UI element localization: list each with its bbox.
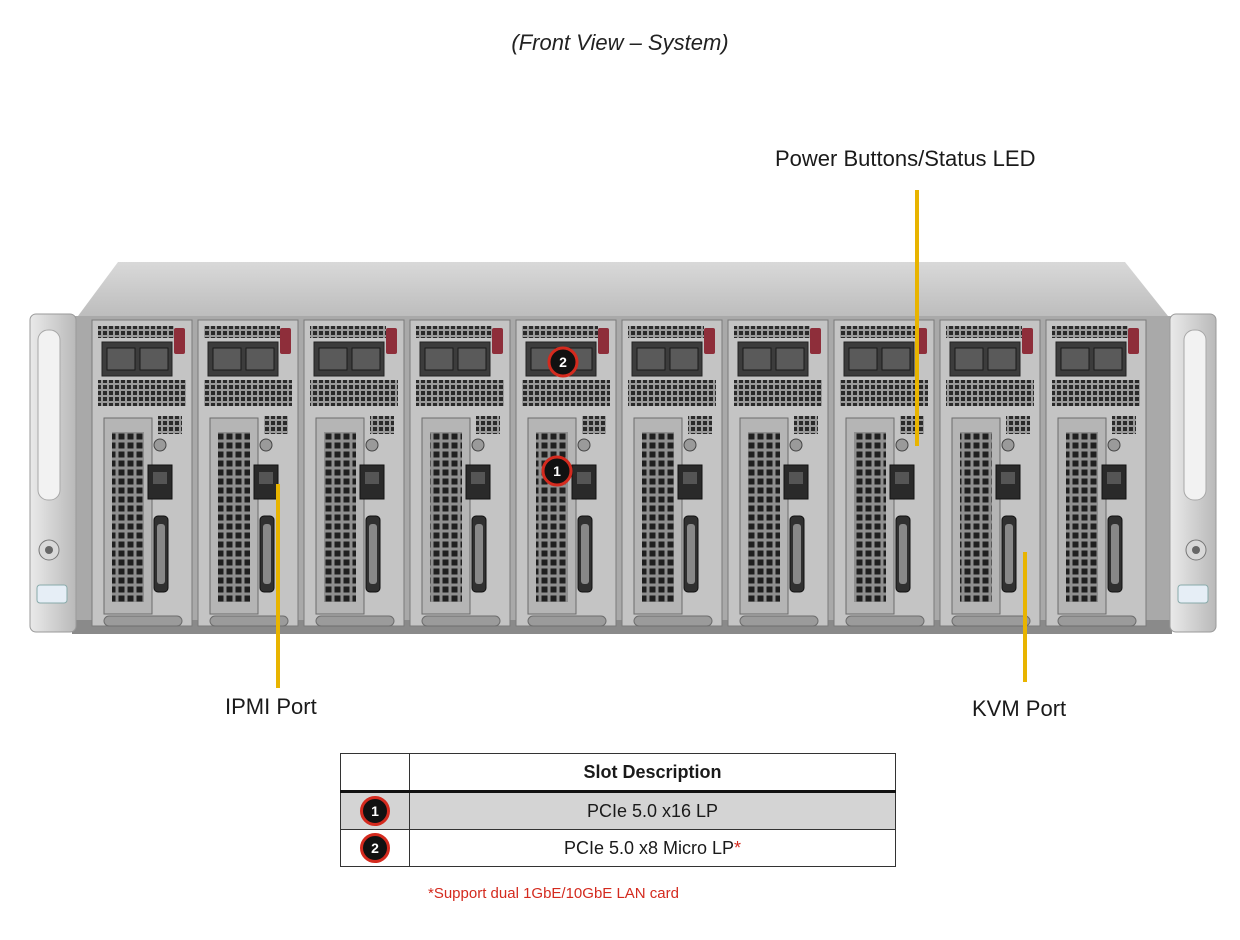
node-bay <box>197 319 299 627</box>
badge-slot-1: 1 <box>541 455 573 487</box>
slot-number-badge: 2 <box>360 833 390 863</box>
callout-ipmi-port: IPMI Port <box>225 694 317 719</box>
chassis-top <box>78 262 1168 316</box>
svg-text:2: 2 <box>559 354 567 370</box>
slot-number-badge: 1 <box>360 796 390 826</box>
slot-description: PCIe 5.0 x8 Micro LP <box>563 837 735 858</box>
rack-ear-right <box>1169 313 1217 633</box>
node-bay <box>1045 319 1147 627</box>
figure-caption: (Front View – System) <box>511 30 729 55</box>
slot-description: PCIe 5.0 x16 LP <box>586 800 719 821</box>
row-description-cell: PCIe 5.0 x8 Micro LP* <box>409 829 896 867</box>
table-row: 2 PCIe 5.0 x8 Micro LP* <box>340 829 896 867</box>
footnote-marker: * <box>734 837 742 858</box>
node-bay <box>91 319 193 627</box>
rack-ear-left <box>29 313 77 633</box>
node-bay <box>727 319 829 627</box>
slot-description-table: Slot Description 1 PCIe 5.0 x16 LP 2 PCI… <box>340 753 896 867</box>
row-number-cell: 1 <box>340 791 410 830</box>
row-number-cell: 2 <box>340 829 410 867</box>
header-number-cell <box>340 753 410 793</box>
node-bay <box>939 319 1041 627</box>
node-bay <box>409 319 511 627</box>
callout-kvm-port: KVM Port <box>972 696 1067 721</box>
row-description-cell: PCIe 5.0 x16 LP <box>409 791 896 830</box>
svg-text:1: 1 <box>553 463 561 479</box>
badge-slot-2: 2 <box>547 346 579 378</box>
header-slot-description: Slot Description <box>409 753 896 793</box>
table-header-row: Slot Description <box>340 753 896 793</box>
node-bay <box>621 319 723 627</box>
table-row: 1 PCIe 5.0 x16 LP <box>340 791 896 830</box>
callout-power-buttons-status-led: Power Buttons/Status LED <box>775 146 1036 171</box>
footnote: *Support dual 1GbE/10GbE LAN card <box>428 885 679 902</box>
node-bay <box>303 319 405 627</box>
